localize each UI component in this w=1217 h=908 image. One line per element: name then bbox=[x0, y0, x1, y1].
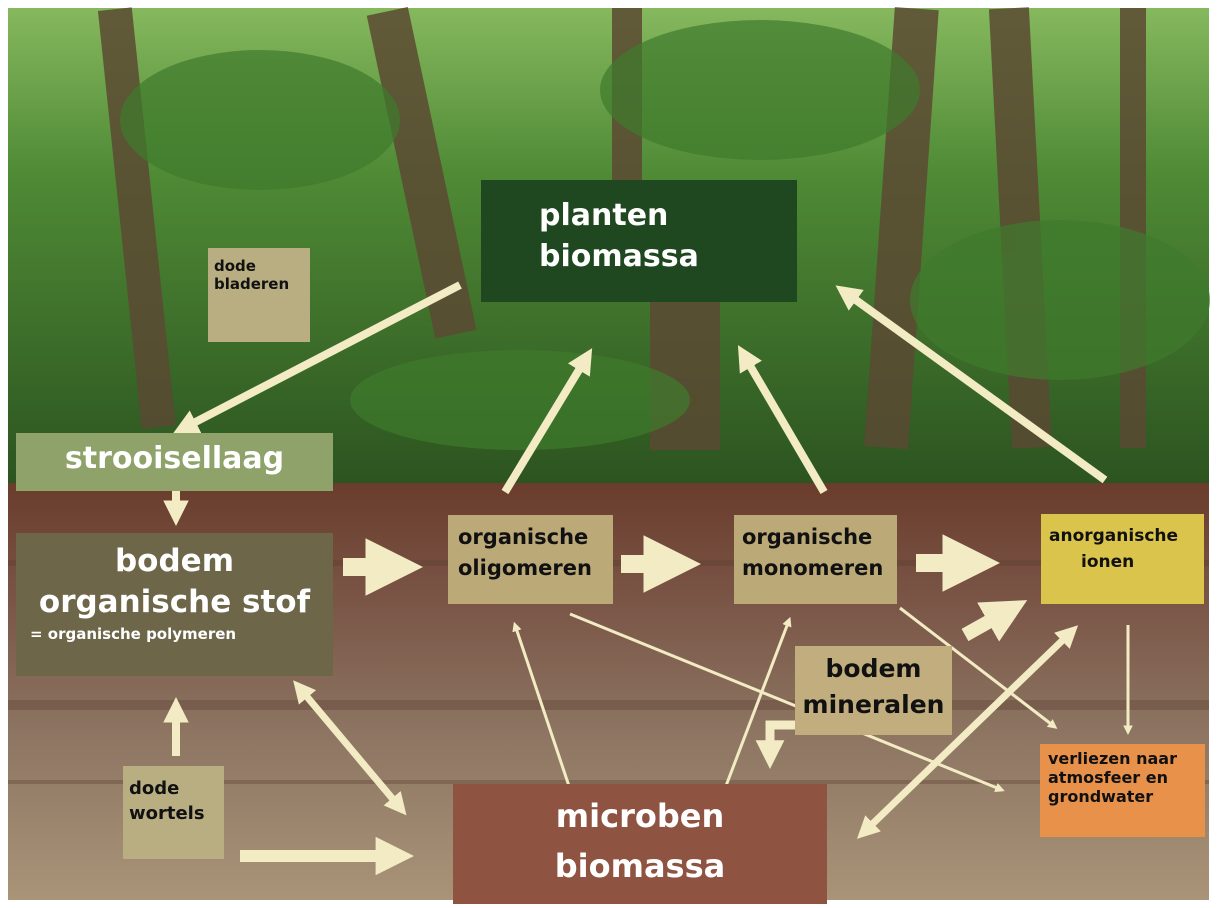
node-dode-wortels: dode wortels bbox=[123, 766, 224, 859]
node-microben-biomassa: microben biomassa bbox=[453, 784, 827, 904]
node-bodem-mineralen: bodem mineralen bbox=[795, 646, 952, 735]
node-bodem-organische-stof: bodem organische stof = organische polym… bbox=[16, 533, 333, 676]
node-dode-bladeren: dode bladeren bbox=[208, 248, 310, 342]
node-planten-biomassa: planten biomassa bbox=[481, 180, 797, 302]
node-verliezen: verliezen naar atmosfeer en grondwater bbox=[1040, 744, 1205, 837]
node-organische-oligomeren: organische oligomeren bbox=[448, 515, 613, 604]
node-anorganische-ionen: anorganische ionen bbox=[1041, 514, 1204, 604]
node-organische-monomeren: organische monomeren bbox=[734, 515, 897, 604]
node-strooisellaag: strooisellaag bbox=[16, 433, 333, 491]
